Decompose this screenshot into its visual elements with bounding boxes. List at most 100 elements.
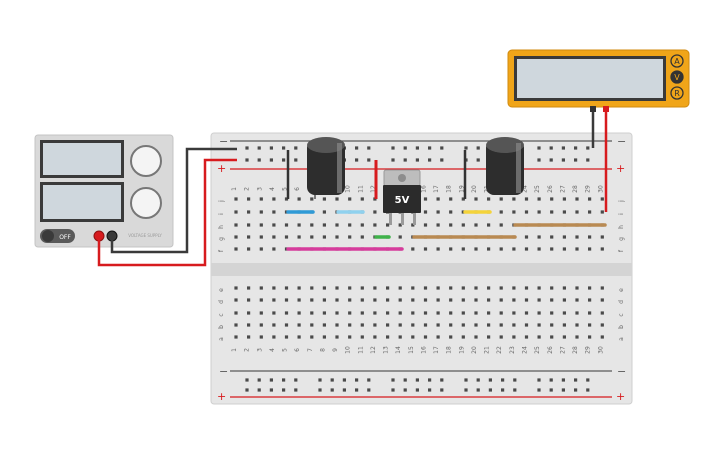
breadboard-hole-d6[interactable] — [297, 298, 301, 302]
rail-hole[interactable] — [282, 158, 286, 162]
breadboard-hole-i4[interactable] — [272, 210, 276, 214]
breadboard-hole-c27[interactable] — [562, 311, 566, 315]
breadboard-hole-j2[interactable] — [247, 197, 251, 201]
breadboard-hole-i27[interactable] — [562, 210, 566, 214]
breadboard-hole-b29[interactable] — [588, 323, 592, 327]
breadboard-hole-c3[interactable] — [259, 311, 263, 315]
breadboard-hole-e14[interactable] — [398, 286, 402, 290]
breadboard-hole-g26[interactable] — [550, 235, 554, 239]
breadboard-hole-b23[interactable] — [512, 323, 516, 327]
rail-hole[interactable] — [257, 378, 261, 382]
capacitor-1[interactable] — [286, 137, 345, 199]
breadboard-hole-f30[interactable] — [600, 247, 604, 251]
breadboard-hole-a29[interactable] — [588, 335, 592, 339]
breadboard-hole-h3[interactable] — [259, 223, 263, 227]
breadboard-hole-h16[interactable] — [423, 223, 428, 227]
breadboard-hole-f18[interactable] — [449, 247, 453, 251]
rail-hole[interactable] — [403, 378, 407, 382]
breadboard-hole-e1[interactable] — [234, 286, 238, 290]
breadboard-hole-h1[interactable] — [234, 223, 238, 227]
rail-hole[interactable] — [342, 388, 346, 392]
breadboard-hole-c21[interactable] — [487, 311, 491, 315]
rail-hole[interactable] — [440, 388, 444, 392]
rail-hole[interactable] — [549, 158, 553, 162]
breadboard-hole-g6[interactable] — [297, 235, 301, 239]
breadboard-hole-b18[interactable] — [449, 323, 453, 327]
rail-hole[interactable] — [403, 158, 407, 162]
breadboard-hole-b17[interactable] — [436, 323, 440, 327]
breadboard-hole-j3[interactable] — [259, 197, 263, 201]
breadboard-hole-d23[interactable] — [512, 298, 516, 302]
breadboard-hole-b1[interactable] — [234, 323, 238, 327]
rail-hole[interactable] — [245, 378, 249, 382]
breadboard-hole-b8[interactable] — [322, 323, 326, 327]
breadboard-hole-h20[interactable] — [474, 223, 478, 227]
rail-hole[interactable] — [355, 378, 359, 382]
breadboard-hole-f20[interactable] — [474, 247, 478, 251]
breadboard-hole-g1[interactable] — [234, 235, 238, 239]
breadboard-hole-h17[interactable] — [436, 223, 440, 227]
breadboard-hole-a10[interactable] — [348, 335, 352, 339]
rail-hole[interactable] — [294, 146, 298, 150]
rail-hole[interactable] — [537, 388, 541, 392]
rail-hole[interactable] — [586, 158, 590, 162]
breadboard-hole-e28[interactable] — [575, 286, 579, 290]
rail-hole[interactable] — [476, 388, 480, 392]
rail-hole[interactable] — [464, 388, 468, 392]
rail-hole[interactable] — [586, 146, 590, 150]
breadboard-hole-e23[interactable] — [512, 286, 516, 290]
supply-lead-red[interactable] — [97, 158, 237, 267]
rail-hole[interactable] — [440, 158, 444, 162]
breadboard-hole-c18[interactable] — [449, 311, 453, 315]
breadboard-hole-c29[interactable] — [588, 311, 592, 315]
breadboard-hole-c12[interactable] — [373, 311, 377, 315]
breadboard-hole-c25[interactable] — [537, 311, 541, 315]
breadboard-hole-i22[interactable] — [499, 210, 503, 214]
breadboard-hole-j20[interactable] — [474, 197, 478, 201]
rail-hole[interactable] — [415, 378, 419, 382]
breadboard-hole-g30[interactable] — [600, 235, 604, 239]
breadboard-hole-c24[interactable] — [524, 311, 529, 315]
power-supply[interactable]: OFF VOLTAGE SUPPLY — [34, 134, 174, 248]
rail-hole[interactable] — [428, 158, 432, 162]
breadboard-hole-i8[interactable] — [322, 210, 326, 214]
breadboard-hole-c16[interactable] — [423, 311, 428, 315]
breadboard-hole-a19[interactable] — [461, 335, 465, 339]
breadboard-hole-a6[interactable] — [297, 335, 301, 339]
power-supply-current-knob[interactable] — [130, 187, 162, 219]
breadboard-hole-e21[interactable] — [487, 286, 491, 290]
breadboard-hole-d12[interactable] — [373, 298, 377, 302]
breadboard-hole-a15[interactable] — [411, 335, 415, 339]
breadboard-hole-j22[interactable] — [499, 197, 503, 201]
breadboard-hole-a16[interactable] — [423, 335, 428, 339]
breadboard-hole-f29[interactable] — [588, 247, 592, 251]
rail-hole[interactable] — [537, 378, 541, 382]
multimeter[interactable]: A V R — [507, 49, 690, 212]
breadboard-hole-h5[interactable] — [284, 223, 289, 227]
breadboard-hole-f17[interactable] — [436, 247, 440, 251]
breadboard-hole-h8[interactable] — [322, 223, 326, 227]
rail-hole[interactable] — [549, 146, 553, 150]
breadboard-hole-f21[interactable] — [487, 247, 491, 251]
breadboard-hole-e18[interactable] — [449, 286, 453, 290]
power-supply-voltage-knob[interactable] — [130, 145, 162, 177]
breadboard-hole-d15[interactable] — [411, 298, 415, 302]
rail-hole[interactable] — [549, 378, 553, 382]
breadboard-hole-c14[interactable] — [398, 311, 402, 315]
breadboard-hole-e29[interactable] — [588, 286, 592, 290]
breadboard-hole-c19[interactable] — [461, 311, 465, 315]
breadboard-hole-j24[interactable] — [524, 197, 529, 201]
breadboard-hole-h6[interactable] — [297, 223, 301, 227]
breadboard-hole-e15[interactable] — [411, 286, 415, 290]
breadboard-hole-d14[interactable] — [398, 298, 402, 302]
rail-hole[interactable] — [476, 158, 480, 162]
breadboard-hole-c23[interactable] — [512, 311, 516, 315]
breadboard-hole-g9[interactable] — [335, 235, 339, 239]
multimeter-mode-ammeter-button[interactable] — [670, 54, 684, 68]
breadboard-hole-a17[interactable] — [436, 335, 440, 339]
breadboard-hole-h13[interactable] — [386, 223, 390, 227]
breadboard-hole-c2[interactable] — [247, 311, 251, 315]
breadboard-hole-b12[interactable] — [373, 323, 377, 327]
breadboard-hole-h21[interactable] — [487, 223, 491, 227]
breadboard-hole-c26[interactable] — [550, 311, 554, 315]
